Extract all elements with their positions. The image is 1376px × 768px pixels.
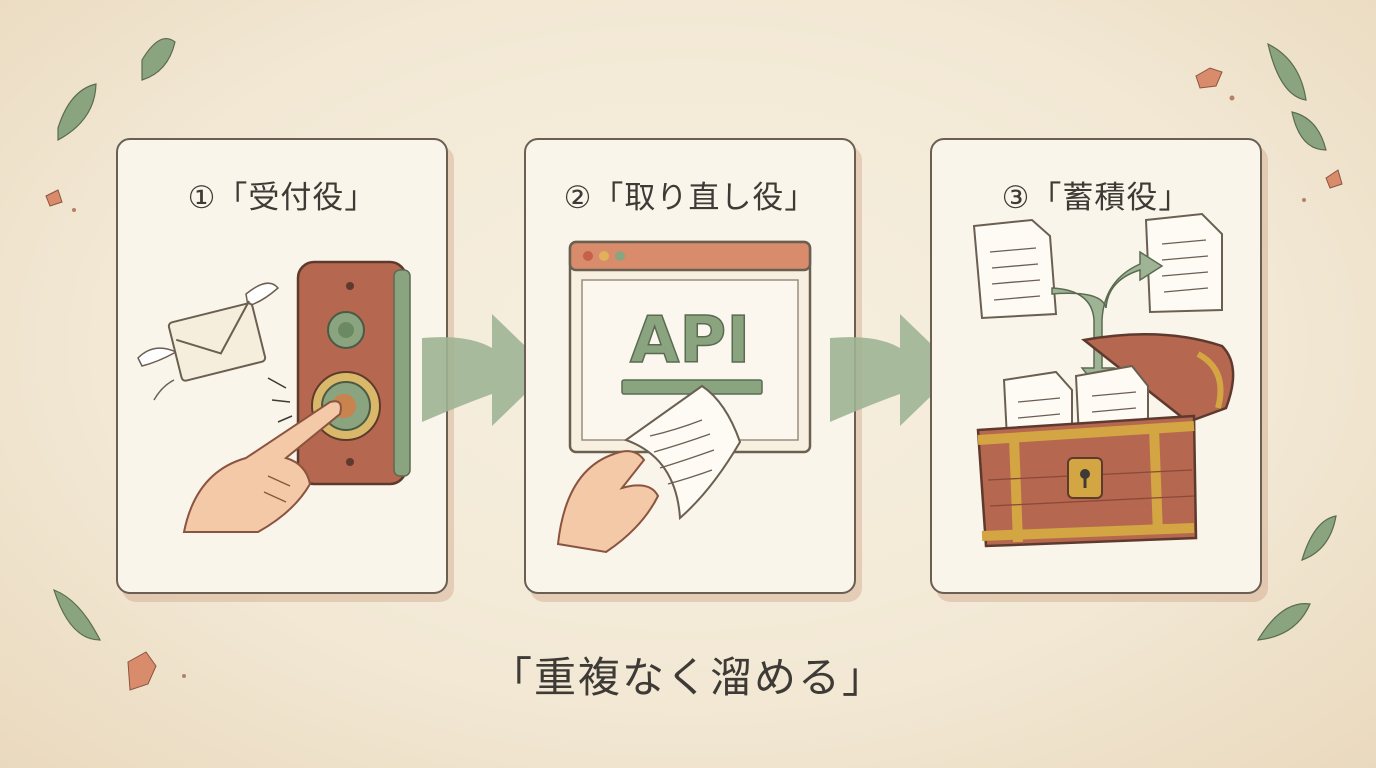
- leaf-icon: [53, 38, 1337, 641]
- panel-title: ①「受付役」: [187, 180, 377, 216]
- api-window-icon: [556, 240, 812, 554]
- arrow-right-icon: [830, 314, 946, 426]
- panel-storage: ③「蓄積役」: [930, 138, 1262, 594]
- panel-retry: ②「取り直し役」 API: [524, 138, 856, 594]
- arrow-right-icon: [422, 314, 538, 426]
- doorbell-icon: [137, 260, 411, 533]
- petal-icon: [45, 67, 1343, 691]
- panel-title: ③「蓄積役」: [1001, 180, 1191, 216]
- document-icon: [972, 218, 1058, 320]
- document-icon: [1144, 212, 1223, 314]
- treasure-chest-icon: [972, 212, 1235, 548]
- api-label: API: [630, 304, 750, 378]
- panel-title: ②「取り直し役」: [563, 180, 817, 216]
- speck-icon: [72, 95, 1306, 678]
- caption: 「重複なく溜める」: [489, 653, 886, 702]
- api-label-layer: API: [629, 303, 751, 379]
- panel-reception: ①「受付役」: [116, 138, 448, 594]
- winged-envelope-icon: [137, 282, 280, 401]
